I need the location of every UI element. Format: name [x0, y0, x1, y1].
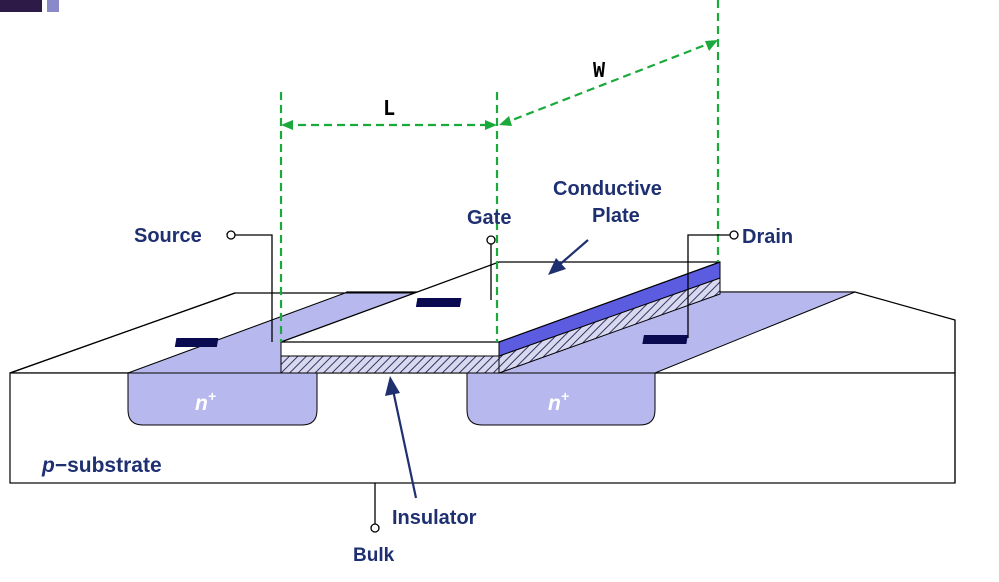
gate-contact — [415, 298, 462, 307]
source-terminal — [226, 230, 236, 240]
bulk-label: Bulk — [353, 545, 395, 566]
width-label: W — [593, 58, 606, 82]
gate-terminal — [486, 235, 496, 245]
plate-front — [280, 341, 500, 357]
drain-terminal — [729, 230, 739, 240]
source-lead — [235, 234, 273, 342]
insulator-label: Insulator — [392, 507, 477, 529]
corner-accent — [0, 0, 59, 12]
drain-label: Drain — [742, 226, 793, 248]
conductive-plate-label-line2: Plate — [592, 205, 640, 227]
conductive-plate — [280, 261, 721, 343]
terminal-leads — [226, 230, 739, 533]
insulator-layer — [280, 355, 500, 374]
length-label: L — [383, 96, 395, 120]
width-dimension-line — [501, 40, 714, 126]
n-plus-left-label: n+ — [195, 388, 216, 415]
drain-lead — [687, 234, 730, 338]
source-contact — [174, 338, 219, 347]
drain-contact — [642, 335, 688, 344]
substrate-label: p−substrate — [41, 454, 162, 477]
plate-callout-line — [557, 239, 589, 267]
insulator-callout-line — [391, 389, 418, 499]
source-label: Source — [134, 225, 202, 247]
gate-label: Gate — [467, 207, 511, 229]
dimension-lines — [279, 0, 720, 342]
conductive-plate-label-line1: Conductive — [553, 178, 662, 200]
bulk-terminal — [370, 523, 380, 533]
gate-stack — [280, 261, 721, 374]
n-plus-right-label: n+ — [548, 388, 569, 415]
dimension-arrowheads — [281, 40, 718, 130]
callout-arrows — [385, 239, 589, 499]
